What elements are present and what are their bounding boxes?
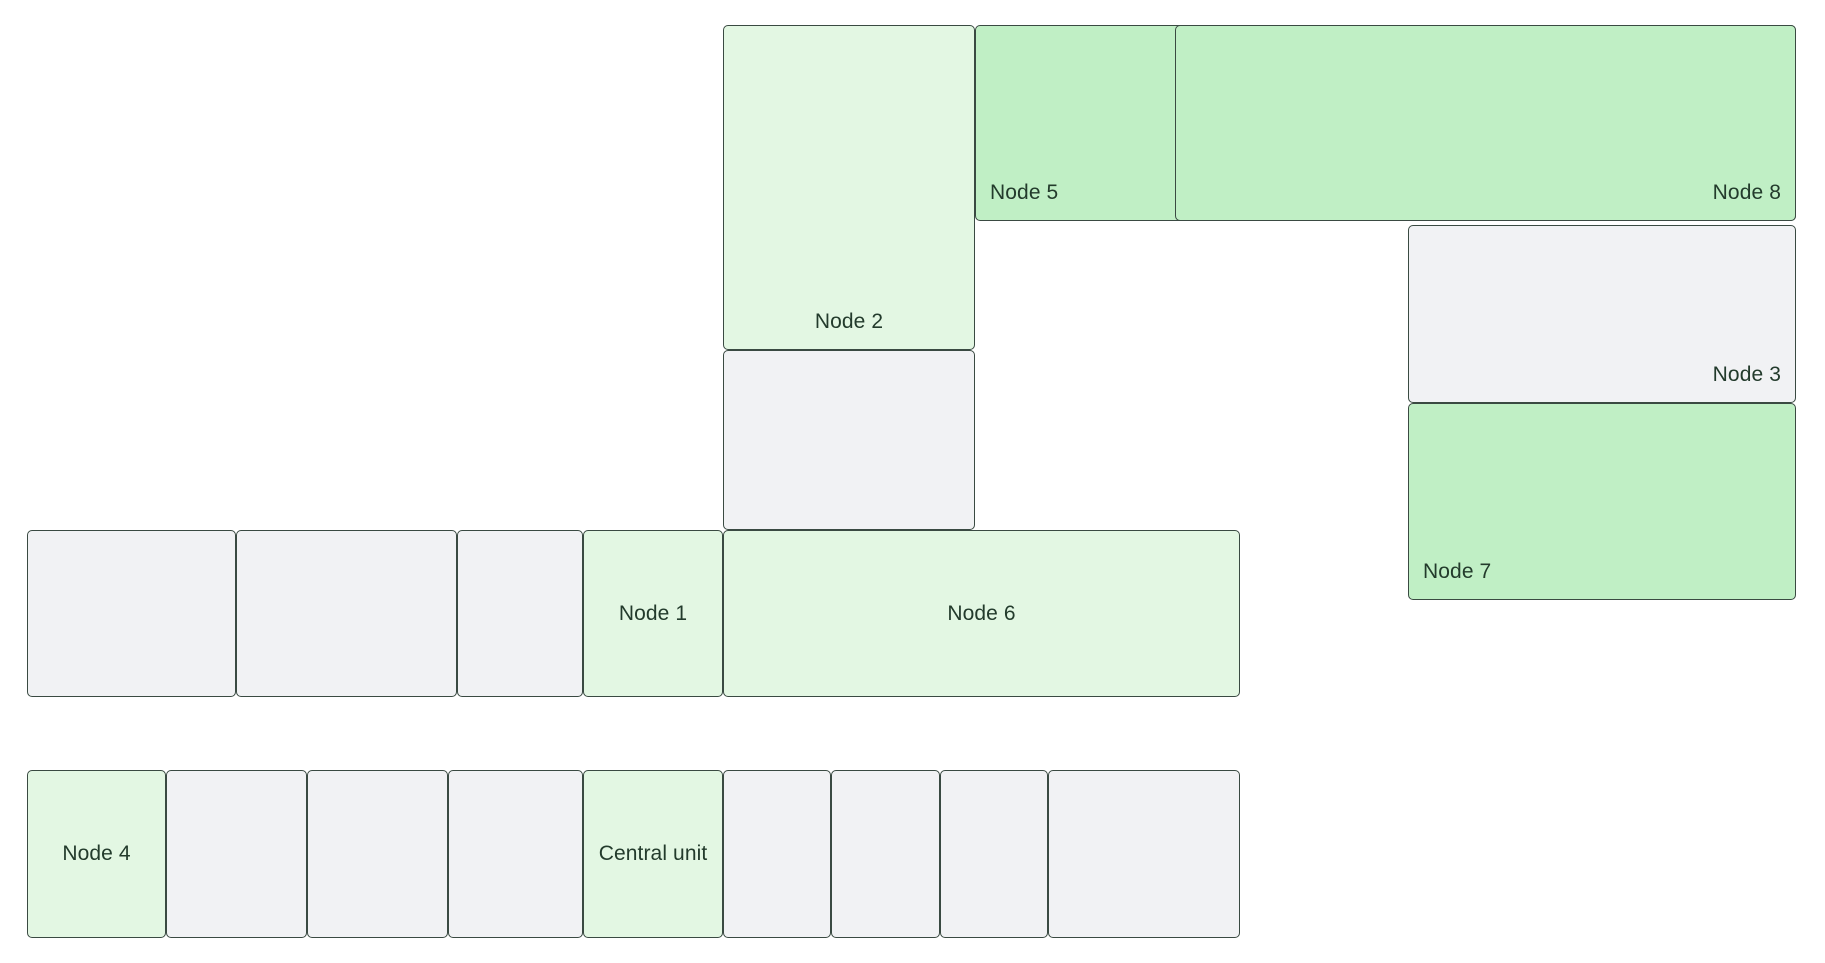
- node-box-n-row4-c[interactable]: [307, 770, 448, 938]
- node-label: Node 3: [1712, 362, 1781, 386]
- node-label: Node 1: [618, 601, 688, 625]
- node-box-n-row4-d[interactable]: [448, 770, 583, 938]
- node-box-node-8[interactable]: Node 8: [1175, 25, 1796, 221]
- node-box-n-mid-grey[interactable]: [723, 350, 975, 530]
- node-box-node-7[interactable]: Node 7: [1408, 403, 1796, 600]
- node-label: Node 6: [947, 601, 1016, 625]
- node-box-n-row4-h[interactable]: [940, 770, 1048, 938]
- node-label: Node 2: [814, 309, 884, 333]
- node-label: Node 4: [62, 842, 131, 866]
- node-box-n-row4-f[interactable]: [723, 770, 831, 938]
- node-box-n-row3-a[interactable]: [27, 530, 236, 697]
- node-box-node-3[interactable]: Node 3: [1408, 225, 1796, 403]
- node-box-n-row3-b[interactable]: [236, 530, 457, 697]
- node-label: Node 5: [990, 180, 1059, 204]
- node-box-n-row4-b[interactable]: [166, 770, 307, 938]
- node-box-n-row3-c[interactable]: [457, 530, 583, 697]
- node-box-central-unit[interactable]: Central unit: [583, 770, 723, 938]
- node-label: Node 8: [1712, 180, 1781, 204]
- node-label: Central unit: [598, 842, 708, 866]
- node-box-node-6[interactable]: Node 6: [723, 530, 1240, 697]
- node-label: Node 7: [1423, 559, 1492, 583]
- node-box-node-1[interactable]: Node 1: [583, 530, 723, 697]
- node-box-node-2[interactable]: Node 2: [723, 25, 975, 350]
- node-box-node-4[interactable]: Node 4: [27, 770, 166, 938]
- node-box-n-row4-i[interactable]: [1048, 770, 1240, 938]
- node-box-n-row4-g[interactable]: [831, 770, 940, 938]
